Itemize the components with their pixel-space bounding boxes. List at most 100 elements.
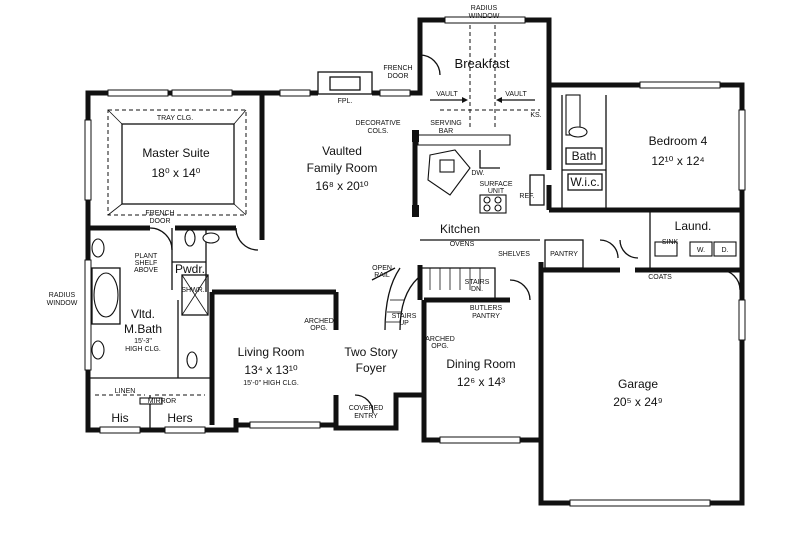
master-shower (181, 274, 209, 316)
fireplace: FPL. (317, 71, 373, 105)
linen-label: LINEN (115, 388, 136, 395)
foyer-name-1: Two Story (344, 345, 397, 359)
arched-opg-living-2: OPG. (310, 325, 328, 332)
vault-lines (430, 25, 540, 130)
laundry-name: Laund. (675, 219, 712, 233)
mbath-name-2: M.Bath (124, 322, 162, 336)
breakfast-name: Breakfast (455, 56, 510, 71)
arched-opg-dining-1: ARCHED (425, 336, 455, 343)
plant-shelf-2: SHELF (135, 260, 158, 267)
family-room-dim: 16⁸ x 20¹⁰ (315, 179, 368, 193)
french-door-top-2: DOOR (388, 73, 409, 80)
interior-walls (88, 85, 742, 440)
tray-corner-ne (233, 109, 247, 125)
master-window-top (107, 89, 169, 97)
plant-shelf-3: ABOVE (134, 267, 158, 274)
shower-x-b (181, 274, 209, 316)
coats-label: COATS (648, 274, 672, 281)
fireplace-label: FPL. (338, 98, 353, 105)
master-window-top-2 (171, 89, 233, 97)
garage-door (569, 499, 711, 507)
living-room-note: 15'-0" HIGH CLG. (243, 380, 299, 387)
living-room-dim: 13⁴ x 13¹⁰ (244, 363, 298, 377)
radius-window-top-1: RADIUS (471, 5, 498, 12)
room-labels: Master Suite 18⁰ x 14⁰ Vaulted Family Ro… (111, 56, 711, 425)
vault-left-label: VAULT (436, 91, 458, 98)
tray-corner-nw (107, 109, 123, 125)
decorative-column-b (412, 205, 419, 217)
bath4-sink (568, 126, 588, 138)
dryer-label: D. (722, 247, 729, 254)
vault-arrowhead-right (496, 97, 502, 103)
ovens-label: OVENS (450, 241, 475, 248)
tray-corner-sw (107, 203, 123, 216)
mirror (139, 397, 163, 405)
shelves-label: SHELVES (498, 251, 530, 258)
garage-dim: 20⁵ x 24⁹ (613, 395, 662, 409)
master-tub (93, 272, 119, 318)
decorative-cols-2: COLS. (367, 128, 388, 135)
serving-bar-2: BAR (439, 128, 453, 135)
wall-dining-south (421, 395, 541, 443)
master-suite-name: Master Suite (142, 146, 210, 160)
burner-1 (483, 196, 491, 204)
stairs-dn-2: DN. (471, 286, 483, 293)
open-rail-2: RAIL (374, 272, 390, 279)
butlers-pantry-1: BUTLERS (470, 305, 503, 312)
family-room-name-2: Family Room (307, 161, 378, 175)
ref-label: REF. (519, 193, 534, 200)
decorative-cols-1: DECORATIVE (356, 120, 401, 127)
windows (84, 16, 746, 507)
vault-right-label: VAULT (505, 91, 527, 98)
stairs-dn-1: STAIRS (465, 279, 490, 286)
burner-2 (494, 196, 502, 204)
garage-name: Garage (618, 377, 658, 391)
counter-dw (479, 150, 500, 169)
tray-corner-se (233, 203, 247, 216)
his-window (99, 426, 141, 434)
bedroom4-dim: 12¹⁰ x 12⁴ (651, 154, 704, 168)
mbath-name-1: Vltd. (131, 307, 155, 321)
stair-curve-outer (384, 267, 401, 331)
french-door-top-1: FRENCH (383, 65, 412, 72)
powder-sink (202, 232, 220, 244)
burner-3 (483, 204, 491, 212)
covered-entry-1: COVERED (349, 405, 384, 412)
open-rail (371, 267, 396, 281)
fireplace-hearth (317, 71, 373, 95)
radius-window-left-2: WINDOW (47, 300, 78, 307)
his-name: His (111, 411, 128, 425)
stairs-up-2: UP (399, 320, 409, 327)
butlers-pantry-2: PANTRY (472, 313, 500, 320)
plant-shelf-1: PLANT (135, 253, 158, 260)
master-window-west (84, 119, 92, 201)
master-toilet (186, 351, 198, 369)
family-window-a (279, 89, 311, 97)
fireplace-box (329, 76, 361, 91)
covered-entry-2: ENTRY (354, 413, 378, 420)
surface-unit-1: SURFACE (479, 181, 512, 188)
door-butlers (509, 279, 531, 301)
family-room-name-1: Vaulted (322, 144, 362, 158)
master-suite-dim: 18⁰ x 14⁰ (152, 166, 201, 180)
tray-ceiling-outer (107, 109, 247, 216)
sink-label: SINK (662, 239, 679, 246)
door-garage (719, 269, 741, 291)
tray-ceiling-inner (121, 123, 235, 205)
annotations: RADIUS WINDOW FRENCH DOOR VAULT VAULT KS… (47, 5, 729, 420)
arched-opg-dining-2: OPG. (431, 343, 449, 350)
tray-ceiling: TRAY CLG. (107, 109, 247, 216)
doors (149, 54, 741, 414)
pantry-box (544, 239, 584, 269)
powder-toilet (184, 229, 196, 247)
dining-room-name: Dining Room (446, 357, 515, 371)
master-sink-a (91, 238, 105, 258)
radius-window-left-1: RADIUS (49, 292, 76, 299)
stairs-up-1: STAIRS (392, 313, 417, 320)
powder-name: Pwdr. (175, 262, 205, 276)
wic-name: W.i.c. (570, 175, 599, 189)
door-front (354, 394, 374, 414)
surface-unit (479, 194, 507, 214)
